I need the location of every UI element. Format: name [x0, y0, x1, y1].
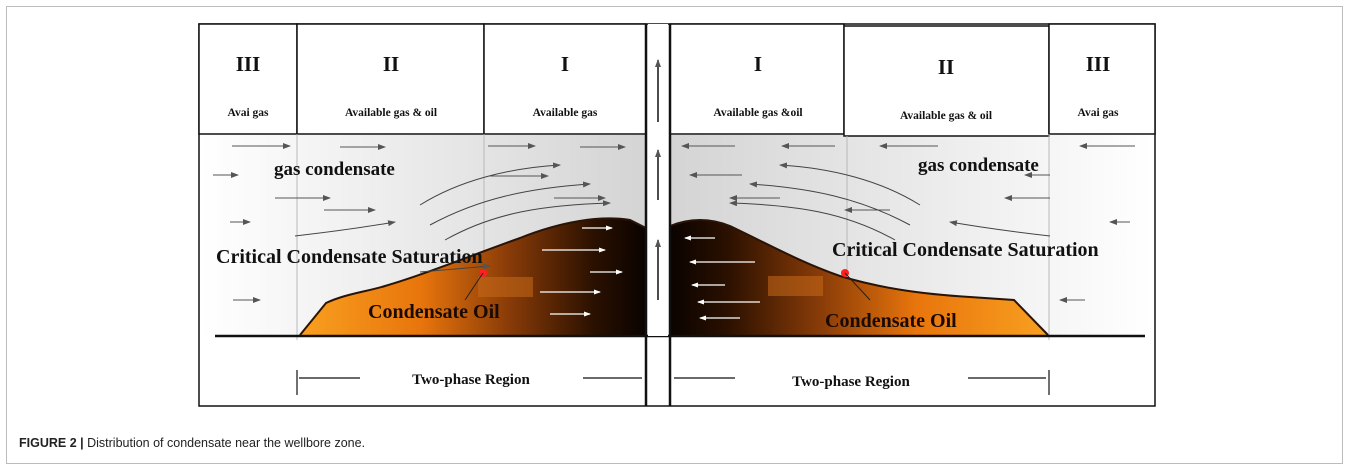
zone-box-right-II: [843, 25, 1050, 137]
zone-numeral-left-II: II: [383, 52, 399, 76]
zone-numeral-right-II: II: [938, 55, 954, 79]
gas-condensate-label-left: gas condensate: [274, 159, 395, 180]
zone-box-left-II: [296, 23, 485, 135]
oil-arrows-left: [540, 225, 623, 317]
figure-caption: FIGURE 2 | Distribution of condensate ne…: [19, 436, 365, 450]
zone-box-left-I: [483, 23, 647, 135]
figure-number: FIGURE 2 |: [19, 436, 84, 450]
caption-text: Distribution of condensate near the well…: [83, 436, 366, 450]
zone-box-right-I: [669, 23, 845, 135]
oil-arrows-right: [684, 235, 760, 321]
zone-text-left: III Avai gas II Available gas & oil I Av…: [228, 52, 598, 119]
zone-box-right-III: [1048, 23, 1156, 135]
zone-label-right-I: Available gas &oil: [713, 107, 802, 119]
zone-headers-right: [669, 23, 1156, 137]
curved-flow-right: [729, 162, 1051, 241]
condensate-oil-right: [670, 220, 1048, 335]
zone-dividers: [296, 134, 1050, 340]
two-phase-label-left: Two-phase Region: [412, 372, 530, 388]
critical-saturation-label-left: Critical Condensate Saturation: [216, 246, 483, 268]
zone-text-right: I Available gas &oil II Available gas & …: [713, 52, 1119, 122]
zone-numeral-right-III: III: [1086, 52, 1111, 76]
zone-label-left-I: Available gas: [533, 107, 598, 119]
zone-label-left-II: Available gas & oil: [345, 107, 437, 119]
zone-label-left-III: Avai gas: [228, 107, 270, 119]
zone-headers-left: [198, 23, 647, 135]
zone-numeral-right-I: I: [754, 52, 762, 76]
critical-saturation-label-right: Critical Condensate Saturation: [832, 239, 1099, 261]
condensate-oil-label-right: Condensate Oil: [825, 310, 957, 332]
wellbore: [644, 24, 672, 406]
zone-numeral-left-I: I: [561, 52, 569, 76]
gas-arrows-left: [213, 143, 626, 303]
gas-condensate-label-right: gas condensate: [918, 155, 1039, 176]
zone-numeral-left-III: III: [236, 52, 261, 76]
two-phase-dimension-right: [674, 370, 1050, 395]
two-phase-dimension-left: [296, 370, 642, 395]
zone-label-right-III: Avai gas: [1078, 107, 1120, 119]
two-phase-label-right: Two-phase Region: [792, 374, 910, 390]
condensate-oil-label-left: Condensate Oil: [368, 301, 500, 323]
zone-label-right-II: Available gas & oil: [900, 110, 992, 122]
gas-arrows-right: [681, 143, 1135, 303]
condensate-oil-left: [300, 218, 646, 335]
curved-flow-left: [294, 162, 611, 273]
